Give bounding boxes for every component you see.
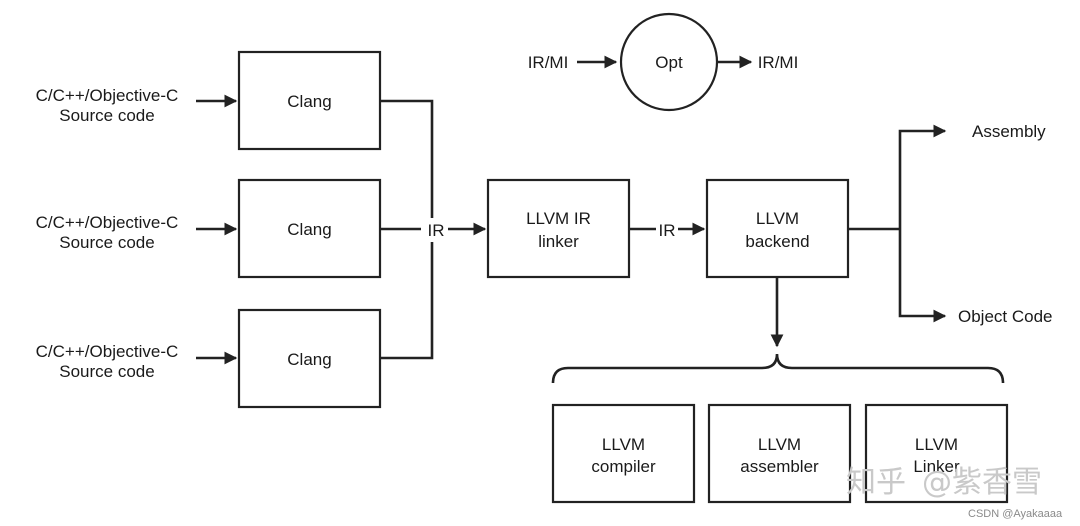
linker-label-line2: linker [538, 232, 579, 251]
llvm-ir-linker-box: LLVM IR linker [486, 178, 631, 279]
opt-output-label: IR/MI [758, 53, 799, 72]
clang-box-2: Clang [237, 178, 382, 279]
to-assembly-arrow [898, 124, 947, 229]
to-object-code-arrow [898, 229, 947, 323]
assembler-label-line2: assembler [740, 457, 819, 476]
opt-label: Opt [655, 53, 683, 72]
opt-circle: Opt [619, 12, 719, 112]
linker-label-line1: LLVM IR [526, 209, 591, 228]
object-code-label: Object Code [958, 307, 1053, 326]
llvm-compiler-box: LLVM compiler [551, 403, 696, 504]
clang-label-1: Clang [287, 92, 331, 111]
csdn-watermark: CSDN @Ayakaaaa [968, 508, 1063, 520]
source-label-2-line1: C/C++/Objective-C [36, 213, 179, 232]
author-watermark: @紫香雪 [922, 465, 1042, 500]
source-label-3-line2: Source code [59, 362, 154, 381]
compiler-label-line1: LLVM [602, 435, 645, 454]
ir-label-2: IR [659, 221, 676, 240]
source-label-1-line1: C/C++/Objective-C [36, 86, 179, 105]
clang-box-3: Clang [237, 308, 382, 409]
source-label-3-line1: C/C++/Objective-C [36, 342, 179, 361]
clang3-to-bus-line [380, 242, 434, 360]
llvm-linker-label-line2: Linker [913, 457, 960, 476]
assembler-label-line1: LLVM [758, 435, 801, 454]
ir-label-1: IR [428, 221, 445, 240]
llvm-linker-box: LLVM Linker [864, 403, 1009, 504]
llvm-linker-label-line1: LLVM [915, 435, 958, 454]
clang1-to-bus-line [380, 99, 434, 218]
backend-label-line2: backend [745, 232, 809, 251]
assembly-label: Assembly [972, 122, 1046, 141]
opt-input-label: IR/MI [528, 53, 569, 72]
llvm-assembler-box: LLVM assembler [707, 403, 852, 504]
source-label-2-line2: Source code [59, 233, 154, 252]
zhihu-watermark: 知乎 [846, 465, 906, 500]
components-brace [551, 353, 1005, 384]
llvm-backend-box: LLVM backend [705, 178, 850, 279]
clang-label-2: Clang [287, 220, 331, 239]
clang-label-3: Clang [287, 350, 331, 369]
backend-label-line1: LLVM [756, 209, 799, 228]
compiler-label-line2: compiler [591, 457, 656, 476]
clang-box-1: Clang [237, 50, 382, 151]
source-label-1-line2: Source code [59, 106, 154, 125]
